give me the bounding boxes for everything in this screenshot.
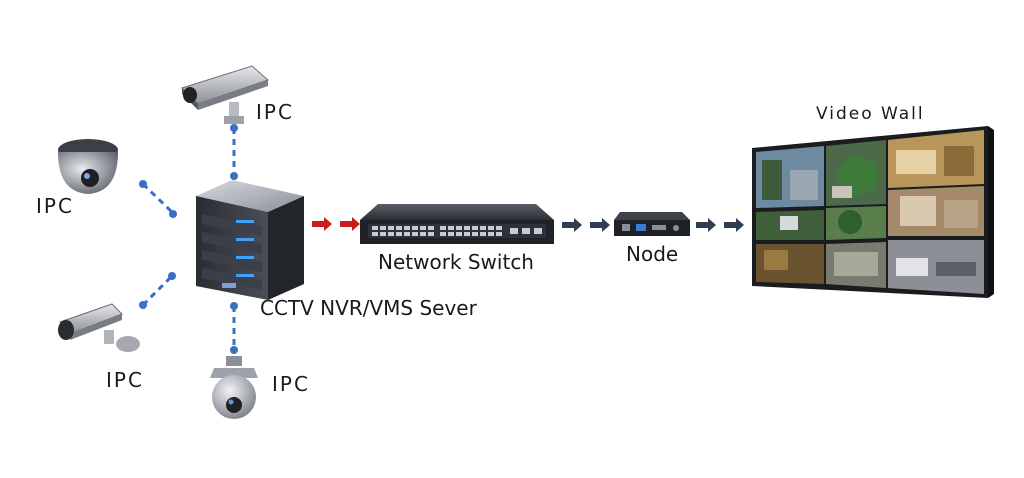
ipc-top-link (230, 124, 238, 180)
video-wall-screen-3 (888, 130, 984, 188)
bullet-camera-left-icon (58, 303, 140, 352)
server-to-switch-arrows (312, 217, 360, 231)
video-wall-screen-6 (888, 186, 984, 236)
video-wall-screen-7 (756, 244, 824, 284)
switch-label: Network Switch (378, 250, 534, 274)
bullet-camera-top-icon (181, 65, 269, 124)
video-wall-icon (752, 126, 994, 298)
ipc-top-label: IPC (256, 100, 294, 124)
ipc-bottom-link (230, 302, 238, 354)
ipc-left-top-link (139, 180, 177, 218)
network-switch-icon (360, 204, 554, 244)
node-to-wall-arrows (696, 218, 744, 232)
ipc-left-top-label: IPC (36, 194, 74, 218)
server-drive-bays (202, 214, 262, 290)
video-wall-screen-9 (888, 240, 984, 294)
video-wall-title: Video Wall (816, 104, 925, 124)
ipc-left-bottom-label: IPC (106, 368, 144, 392)
video-wall-screen-2 (826, 140, 886, 206)
server-icon (196, 180, 304, 300)
server-led-icon (236, 220, 254, 277)
node-label: Node (626, 242, 679, 266)
video-wall-screen-4 (756, 210, 824, 240)
ptz-camera-icon (210, 356, 258, 419)
video-wall-screen-5 (826, 206, 886, 240)
dome-camera-icon (58, 139, 118, 194)
server-label: CCTV NVR/VMS Sever (260, 296, 477, 320)
ipc-left-bottom-link (139, 272, 176, 309)
switch-to-node-arrows (562, 218, 610, 232)
node-device-icon (614, 212, 690, 236)
video-wall-screen-1 (756, 146, 824, 208)
video-wall-screen-8 (826, 242, 886, 288)
ipc-bottom-label: IPC (272, 372, 310, 396)
